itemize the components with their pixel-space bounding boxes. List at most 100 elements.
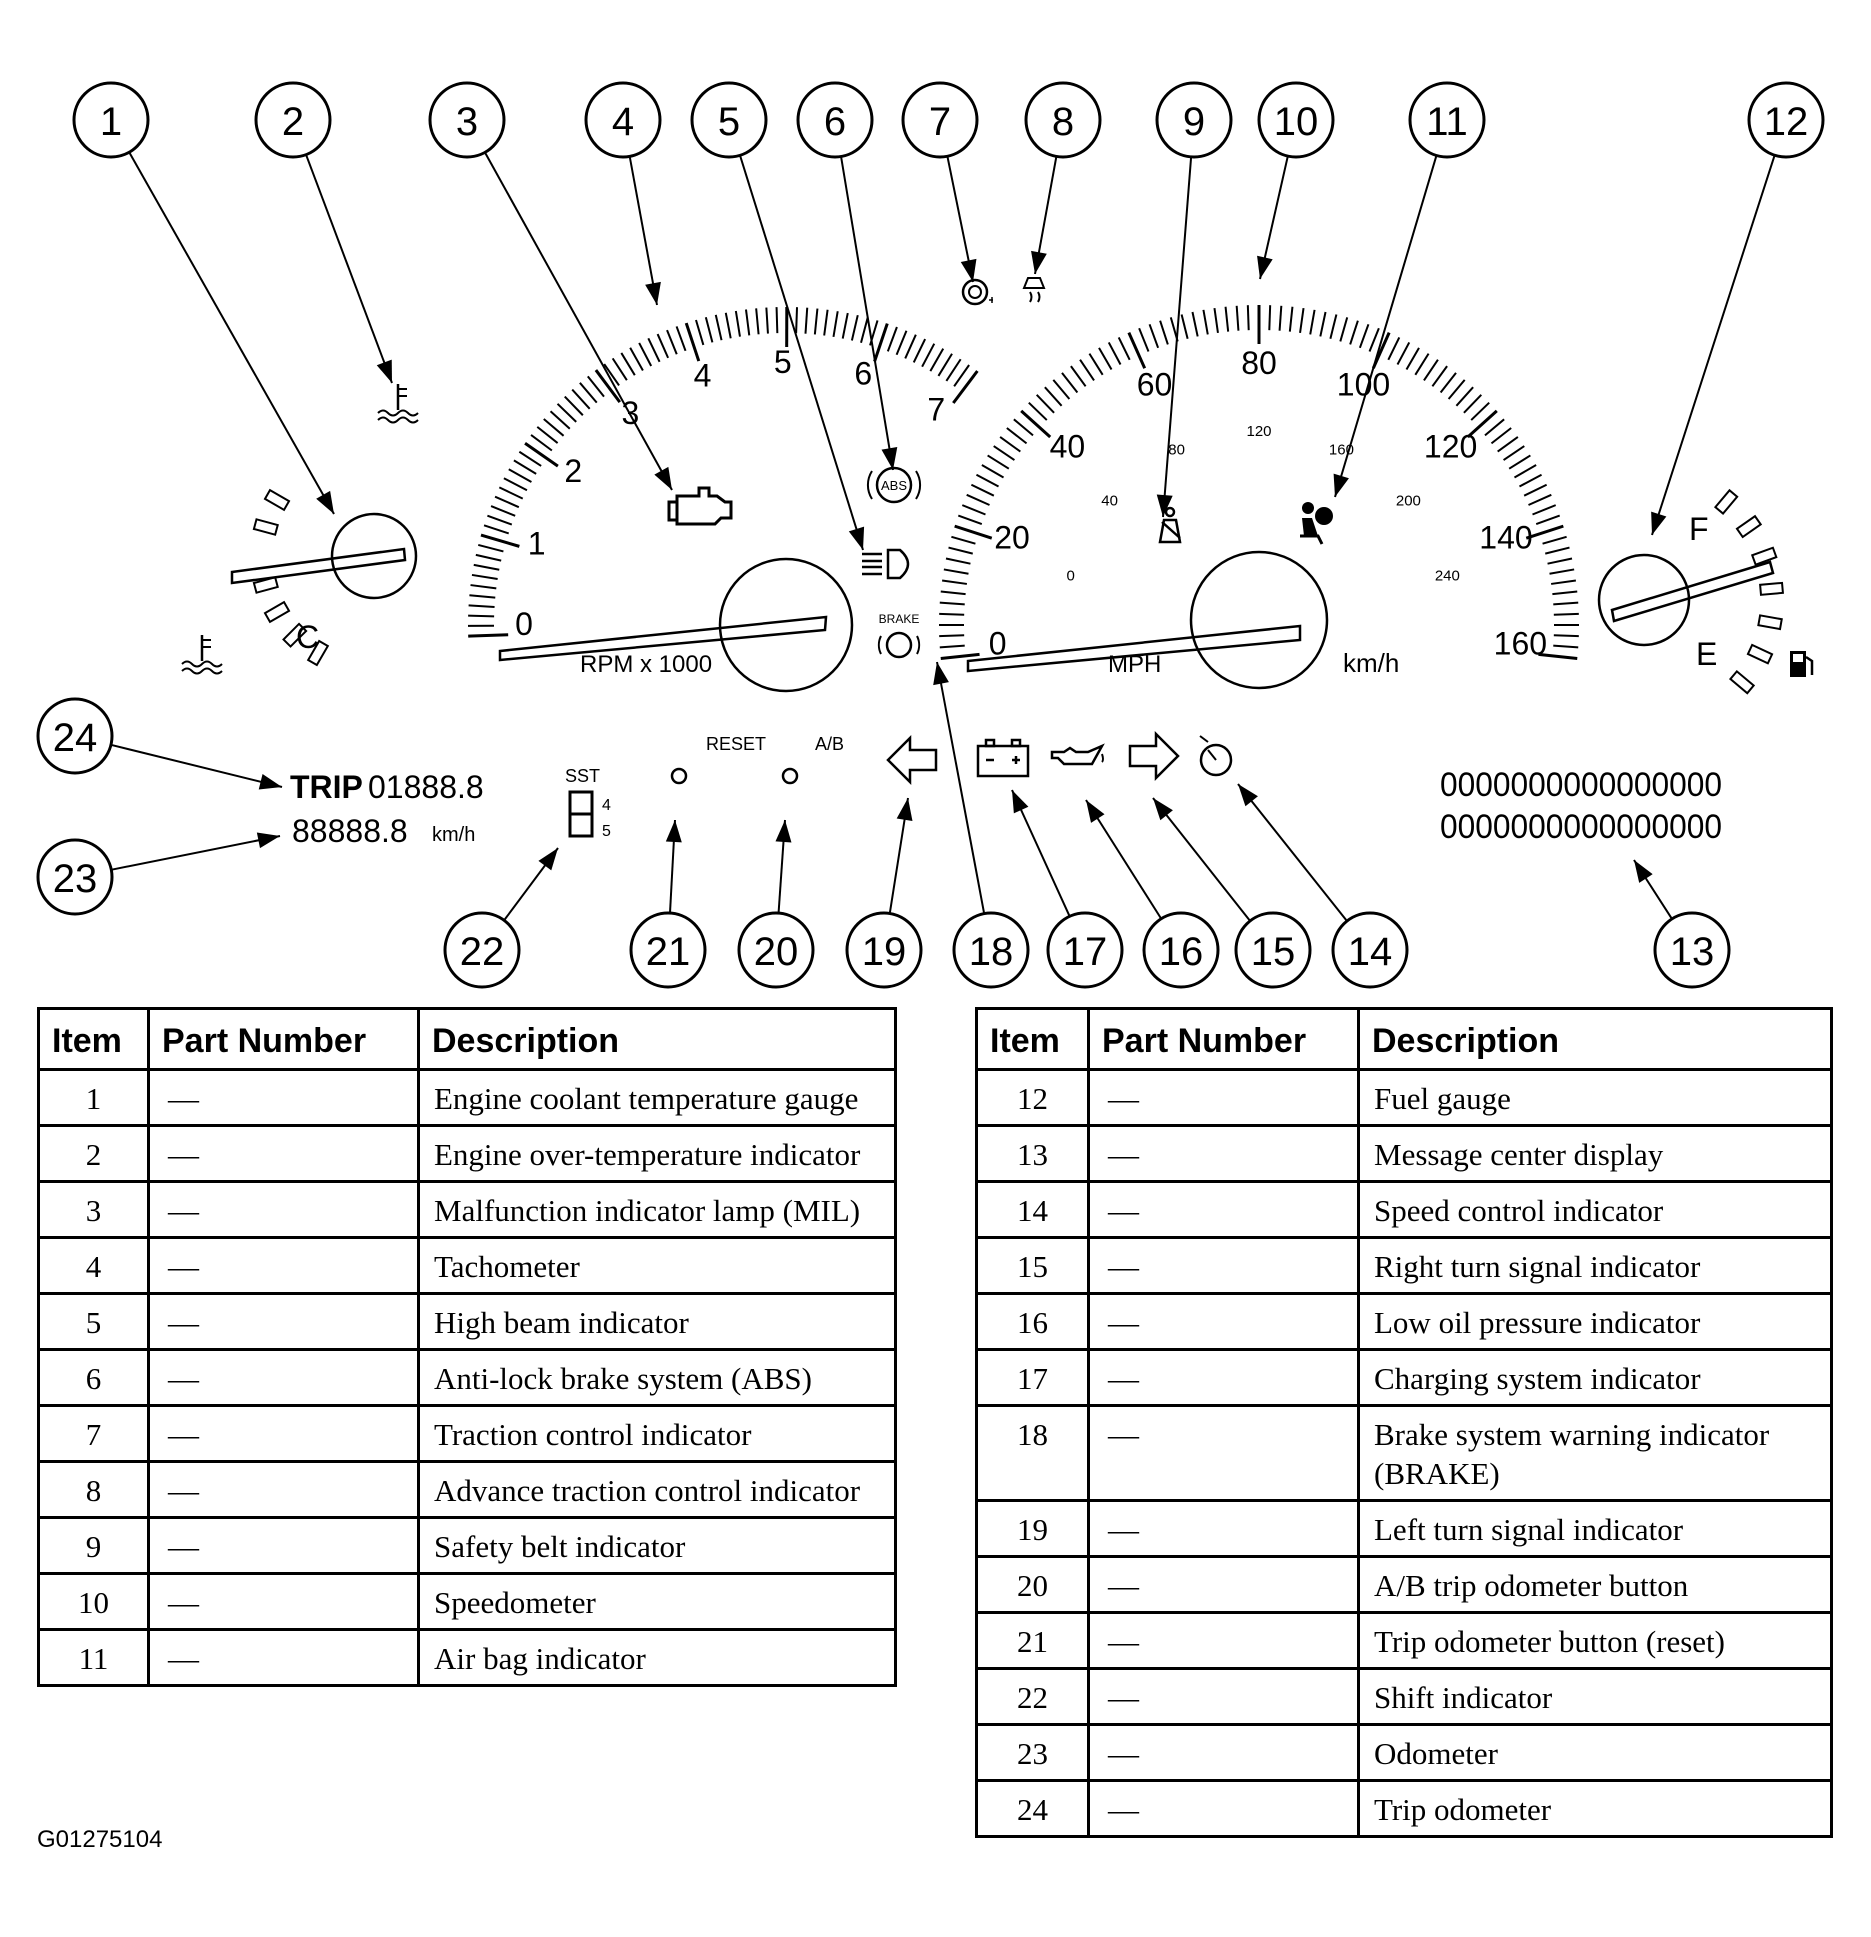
table-row: 15—Right turn signal indicator: [975, 1236, 1833, 1295]
speedometer-mph-label: 0: [989, 625, 1007, 661]
tachometer-tick: [929, 348, 945, 372]
callout-circle: [845, 911, 923, 989]
brake-label: BRAKE: [879, 612, 920, 626]
speedometer-tick: [939, 634, 965, 638]
description-cell: Tachometer: [417, 1236, 897, 1295]
description-cell: Left turn signal indicator: [1357, 1499, 1833, 1558]
speedometer-tick: [1268, 305, 1272, 331]
speedometer-tick: [1127, 332, 1147, 369]
leader-line: [628, 157, 658, 306]
callout-7: 7: [901, 81, 979, 159]
tachometer-tick: [869, 320, 879, 346]
table-row: 10—Speedometer: [37, 1572, 897, 1631]
leader-line: [1085, 799, 1162, 919]
speedometer-tick: [1519, 473, 1543, 488]
leader-line: [1152, 797, 1251, 921]
description-cell: Anti-lock brake system (ABS): [417, 1348, 897, 1407]
tachometer-tick: [603, 363, 620, 387]
speedometer-tick: [1278, 305, 1283, 331]
speedometer-tick: [1088, 353, 1104, 376]
speedometer-tick: [1052, 379, 1071, 400]
tachometer-tick: [656, 333, 670, 359]
callout-2: 2: [254, 81, 332, 159]
callout-circle: [1234, 911, 1312, 989]
tachometer-unit-label: RPM x 1000: [580, 651, 712, 678]
callout-circle: [952, 911, 1030, 989]
trip-reset-button[interactable]: [670, 767, 688, 785]
table-row: 22—Shift indicator: [975, 1667, 1833, 1726]
table-row: 14—Speed control indicator: [975, 1180, 1833, 1239]
speedometer-tick: [1079, 359, 1095, 381]
table-row: 24—Trip odometer: [975, 1779, 1833, 1838]
fuel-empty-label: E: [1696, 636, 1717, 672]
speedometer-tick: [1368, 327, 1380, 352]
part-number-cell: —: [147, 1180, 420, 1239]
tachometer-tick: [921, 343, 936, 368]
description-cell: A/B trip odometer button: [1357, 1555, 1833, 1614]
description-cell: Odometer: [1357, 1723, 1833, 1782]
callout-circle: [36, 697, 114, 775]
speedometer-tick: [1235, 305, 1240, 331]
item-cell: 12: [975, 1068, 1090, 1127]
callout-number: 7: [929, 100, 951, 144]
description-cell: Advance traction control indicator: [417, 1460, 897, 1519]
speedometer-tick: [1191, 311, 1199, 337]
speedometer-tick: [951, 535, 976, 545]
table-row: 12—Fuel gauge: [975, 1068, 1833, 1127]
speedometer-tick: [1538, 652, 1578, 660]
leader-line: [739, 155, 864, 551]
speedometer-tick: [1061, 372, 1079, 394]
speedometer-tick: [939, 612, 965, 616]
tachometer-tick: [536, 426, 559, 444]
tachometer-tick: [860, 317, 869, 344]
callout-21: 21: [629, 911, 707, 989]
part-number-cell: —: [1087, 1124, 1360, 1183]
high-beam-icon: [862, 548, 910, 580]
tachometer-tick: [587, 375, 605, 398]
description-cell: Speedometer: [417, 1572, 897, 1631]
speedometer-tick: [1138, 327, 1150, 352]
fuel-gauge-hub: [1597, 553, 1691, 647]
speedometer-tick: [1006, 427, 1028, 445]
tachometer-tick: [475, 553, 502, 562]
callout-circle: [1331, 911, 1409, 989]
tachometer-tick: [571, 388, 591, 410]
shift-indicator: SST 4 5: [565, 766, 611, 840]
speedometer-tick: [1329, 314, 1338, 340]
fuel-gauge-tick: [1735, 514, 1763, 539]
speedometer-tick: [939, 644, 965, 649]
trip-value: 01888.8: [368, 769, 484, 805]
item-cell: 5: [37, 1292, 150, 1351]
tachometer-tick: [823, 309, 829, 336]
header-part-number: Part Number: [1087, 1007, 1360, 1071]
tachometer-tick: [952, 370, 979, 404]
item-cell: 21: [975, 1611, 1090, 1670]
callout-circle: [1408, 81, 1486, 159]
speedometer-tick: [1020, 409, 1052, 439]
speedometer-tick: [957, 514, 983, 526]
leader-arrowhead: [645, 281, 661, 305]
speedometer-tick: [940, 652, 980, 660]
callout-number: 4: [612, 100, 634, 144]
speedometer-needle: [966, 624, 1302, 673]
message-center-row-1: 0000000000000000: [1440, 766, 1722, 804]
tachometer-tick: [704, 317, 714, 343]
ab-trip-button[interactable]: [781, 767, 799, 785]
fuel-full-label: F: [1689, 511, 1709, 547]
tachometer-tick: [469, 594, 496, 599]
item-cell: 17: [975, 1348, 1090, 1407]
airbag-icon: [1300, 502, 1333, 545]
description-cell: Air bag indicator: [417, 1628, 897, 1687]
tachometer-tick: [629, 347, 644, 371]
callout-1: 1: [72, 81, 150, 159]
item-cell: 10: [37, 1572, 150, 1631]
fuel-gauge-ticks: [1713, 488, 1784, 695]
part-number-cell: —: [1087, 1348, 1360, 1407]
speedometer-hub: [1189, 550, 1329, 690]
tachometer-tick: [666, 329, 678, 355]
tachometer-tick-label: 5: [774, 344, 792, 380]
speedometer-tick: [1423, 359, 1439, 381]
